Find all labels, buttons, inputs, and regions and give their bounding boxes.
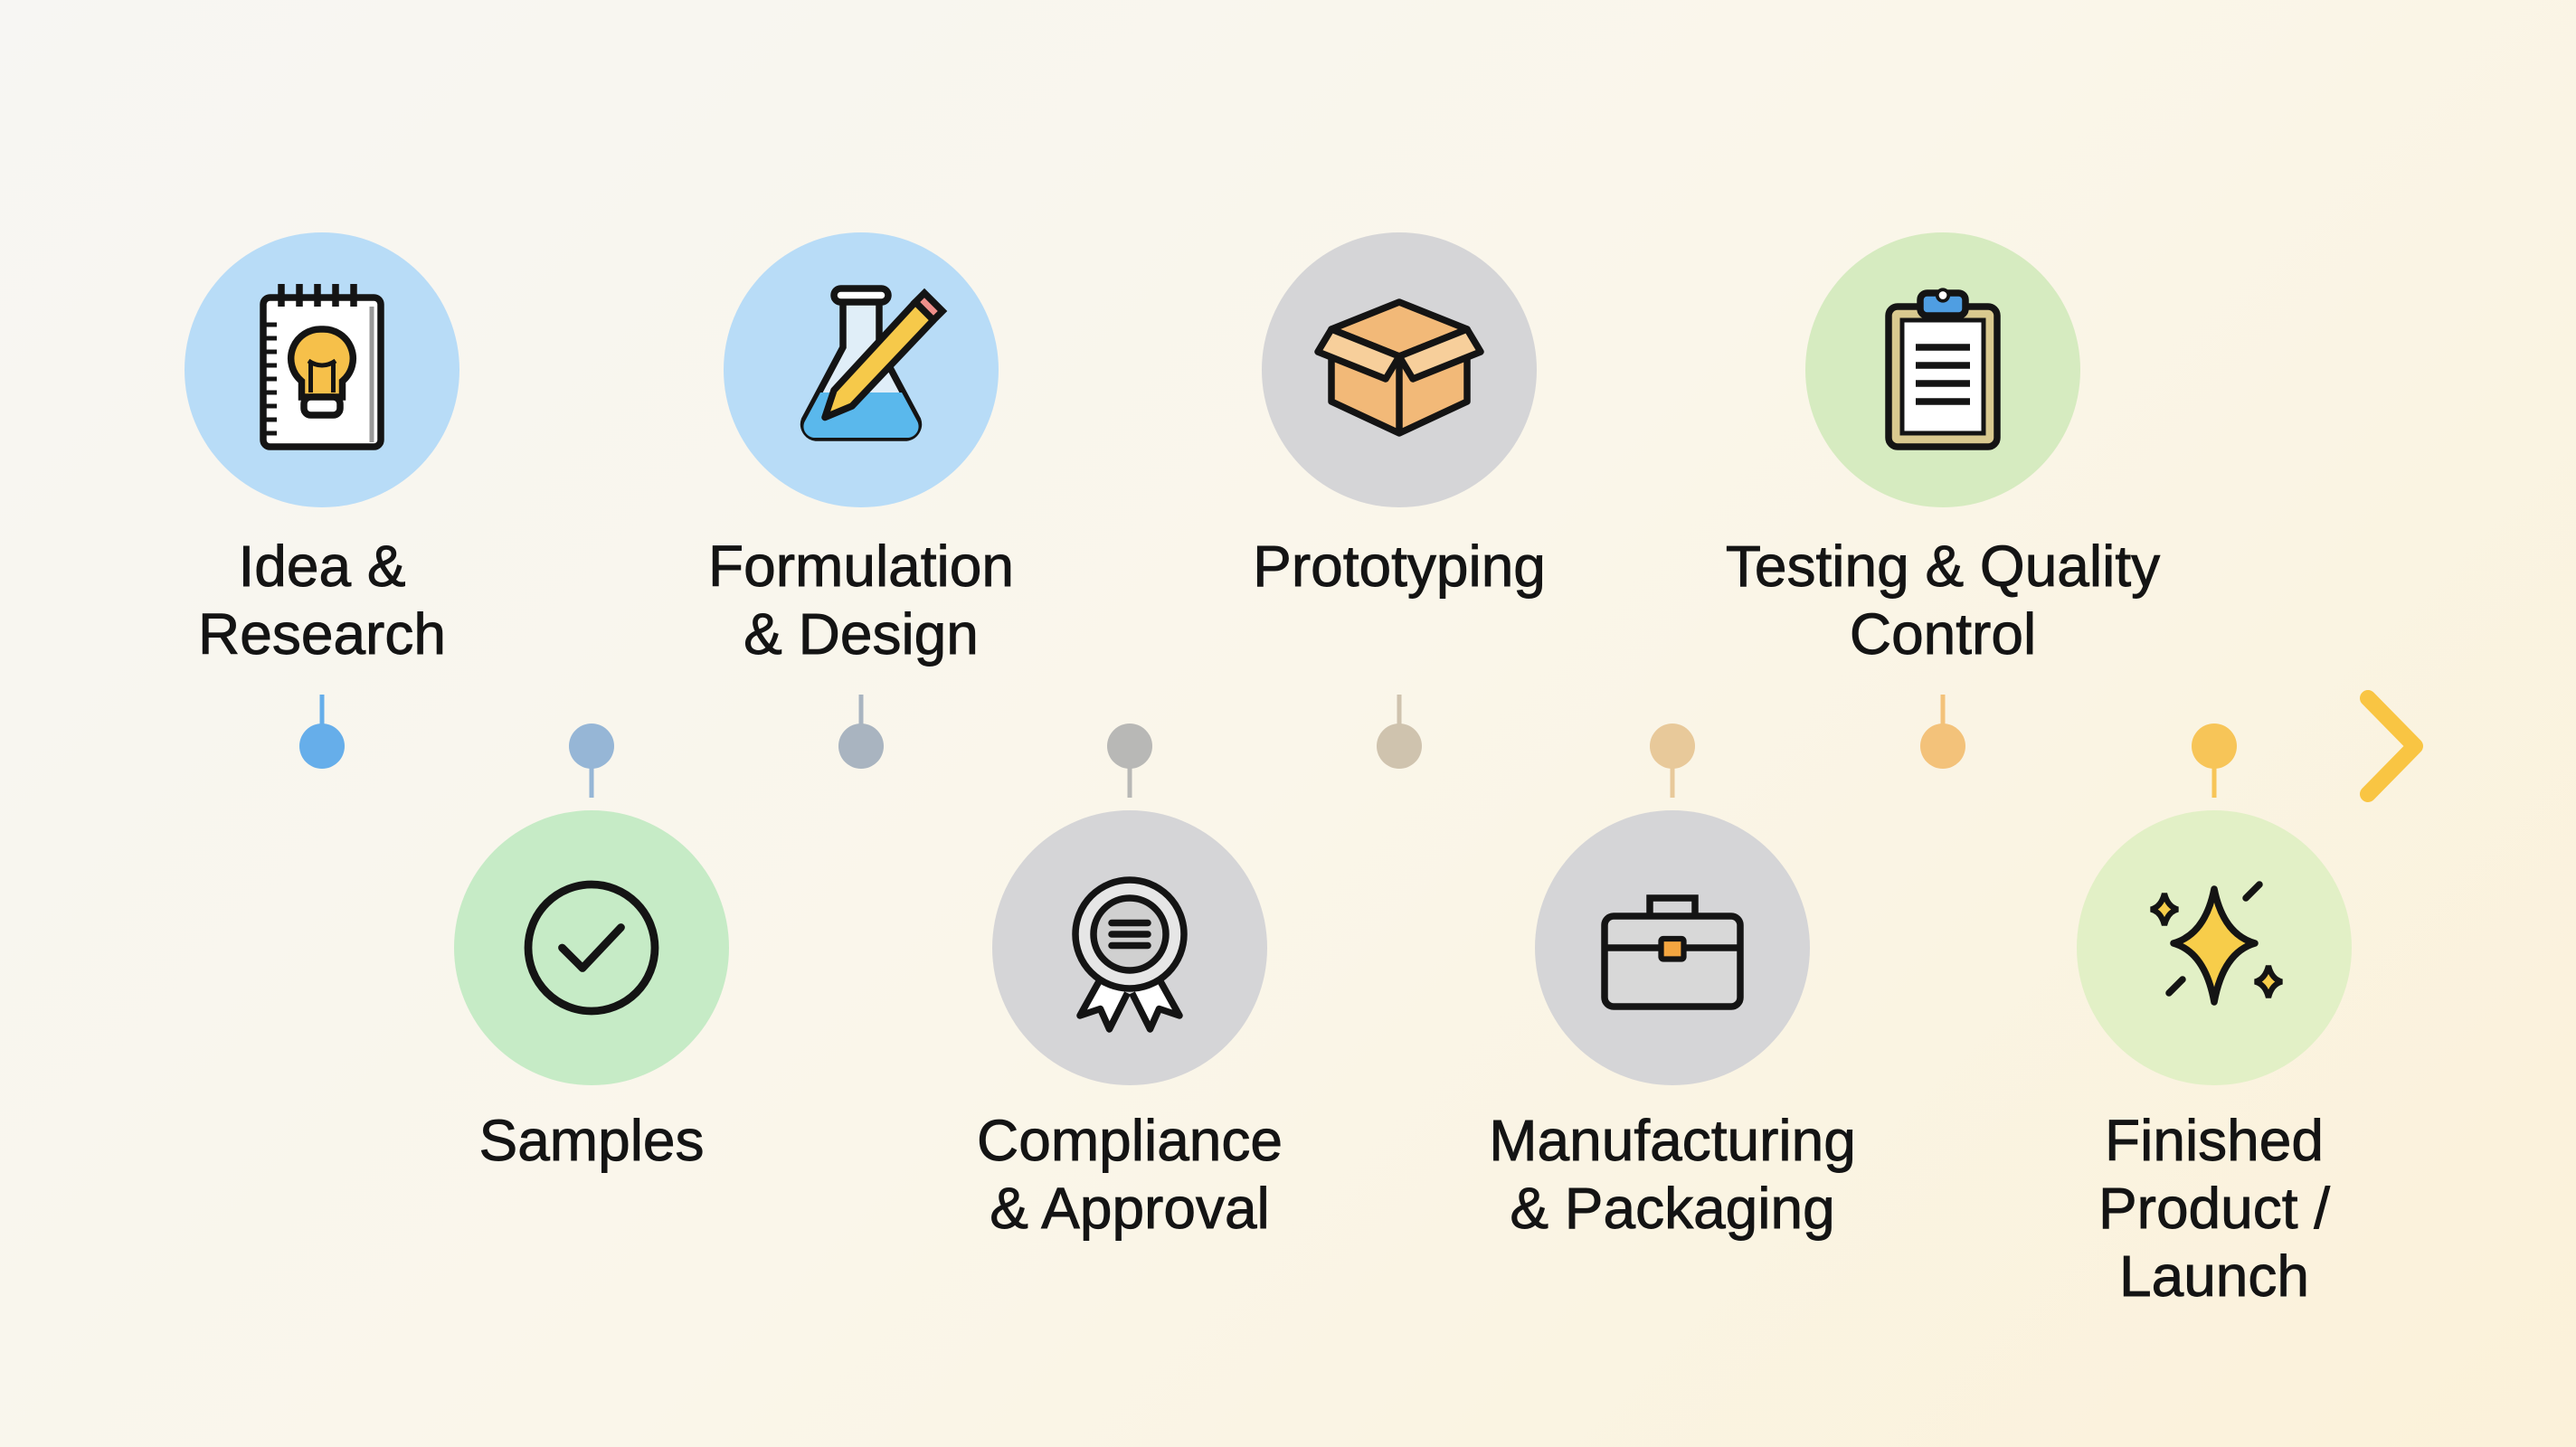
timeline-dot — [1107, 724, 1152, 769]
timeline-dot — [1377, 724, 1422, 769]
stage-label: Testing & Quality Control — [1725, 534, 2161, 667]
stage-label: Manufacturing & Packaging — [1489, 1108, 1856, 1242]
toolbox-icon — [1601, 894, 1744, 1010]
clipboard-icon — [1885, 288, 2001, 450]
stage-label: Idea & Research — [198, 534, 447, 667]
award-badge-icon — [1072, 876, 1188, 1033]
stage-icon-circle — [1535, 810, 1810, 1085]
stage-icon-circle — [185, 232, 459, 507]
stage-label: Prototyping — [1253, 534, 1547, 600]
box-icon — [1314, 298, 1484, 437]
stage-icon-circle — [1262, 232, 1537, 507]
stage-icon-circle — [1805, 232, 2080, 507]
sparkles-icon — [2150, 881, 2283, 1006]
stage-icon-circle — [992, 810, 1267, 1085]
timeline-dot — [569, 724, 614, 769]
timeline-dot — [1920, 724, 1965, 769]
checkmark-circle-icon — [524, 880, 659, 1016]
stage-label: Samples — [478, 1108, 705, 1174]
flask-pencil-icon — [800, 285, 948, 441]
stage-icon-circle — [2077, 810, 2352, 1085]
stage-icon-circle — [454, 810, 729, 1085]
stage-icon-circle — [724, 232, 999, 507]
timeline-dot — [299, 724, 345, 769]
stage-label: Finished Product / Launch — [2098, 1108, 2331, 1310]
timeline-dot — [1650, 724, 1695, 769]
stage-label: Compliance & Approval — [977, 1108, 1283, 1242]
stage-label: Formulation & Design — [708, 534, 1015, 667]
timeline-dot — [2192, 724, 2237, 769]
timeline-dot — [838, 724, 884, 769]
arrowhead-icon — [2360, 690, 2423, 802]
notebook-lightbulb-icon — [260, 284, 384, 450]
